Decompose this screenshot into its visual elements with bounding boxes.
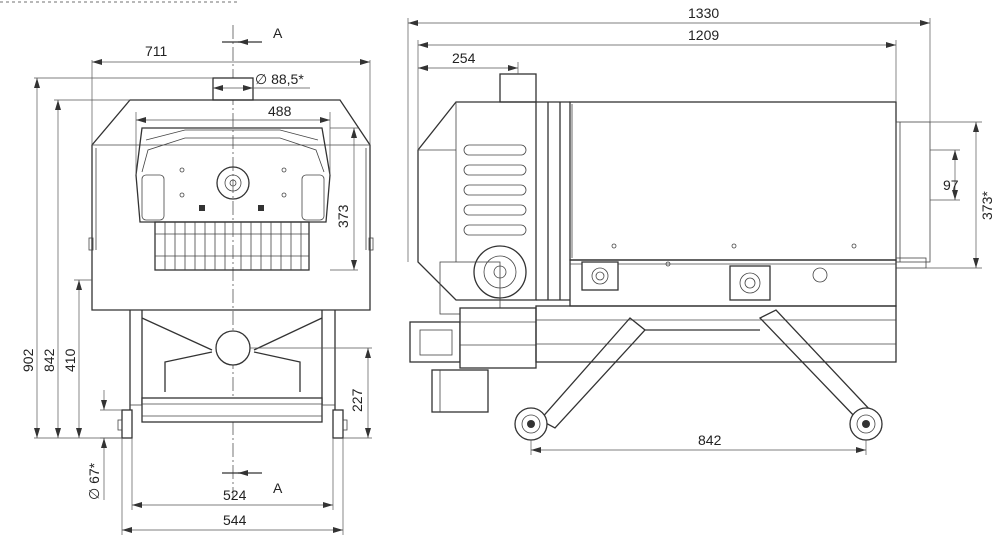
section-label-top: A xyxy=(273,25,283,41)
feed-box xyxy=(431,369,489,413)
dim-373-label: 373 xyxy=(335,204,351,228)
dim-524: 524 xyxy=(131,438,334,510)
dim-flue: ∅ 88,5* xyxy=(213,71,310,91)
dim-842-front: 842 xyxy=(41,99,130,438)
dim-902-label: 902 xyxy=(20,348,36,372)
side-flue-pipe xyxy=(499,73,537,103)
side-frame xyxy=(514,305,897,441)
burner-hub xyxy=(216,166,250,200)
dim-410: 410 xyxy=(62,279,92,438)
dim-wheel-label: ∅ 67* xyxy=(86,462,102,500)
dim-1330-label: 1330 xyxy=(688,5,719,21)
dim-544-label: 544 xyxy=(223,512,247,528)
dim-544: 544 xyxy=(121,438,344,535)
dim-97-label: 97 xyxy=(943,177,959,193)
dim-flue-label: ∅ 88,5* xyxy=(255,71,304,87)
vent-slots xyxy=(463,144,527,236)
section-label-bottom: A xyxy=(273,480,283,496)
dim-373-side: 373* xyxy=(926,121,995,269)
dim-842-front-label: 842 xyxy=(41,348,57,372)
wheel-left xyxy=(121,409,133,439)
section-marker-bottom: A xyxy=(222,470,283,496)
dim-410-label: 410 xyxy=(62,348,78,372)
dim-373: 373 xyxy=(330,127,358,271)
dim-wheel: ∅ 67* xyxy=(86,390,122,500)
dim-1209: 1209 xyxy=(417,27,897,150)
dim-488: 488 xyxy=(135,103,331,175)
side-view: 1330 1209 254 97 373* xyxy=(407,5,995,455)
dim-488-label: 488 xyxy=(268,103,292,119)
dim-254-label: 254 xyxy=(452,50,476,66)
dim-1330: 1330 xyxy=(407,5,931,262)
dim-1209-label: 1209 xyxy=(688,27,719,43)
dim-842-side: 842 xyxy=(530,432,867,455)
section-marker-top: A xyxy=(222,25,283,45)
front-frame xyxy=(117,310,348,439)
wheel-right xyxy=(332,409,344,439)
dim-227: 227 xyxy=(250,347,372,439)
dim-373-side-label: 373* xyxy=(979,191,995,220)
dim-711: 711 xyxy=(91,43,371,145)
dim-97: 97 xyxy=(930,149,960,201)
dim-902: 902 xyxy=(20,77,213,439)
side-body xyxy=(569,101,897,261)
dim-254: 254 xyxy=(418,50,519,74)
dim-842-side-label: 842 xyxy=(698,432,722,448)
side-port-center xyxy=(729,265,771,301)
front-view: A A xyxy=(0,1,374,535)
dim-227-label: 227 xyxy=(349,388,365,412)
dim-524-label: 524 xyxy=(223,487,247,503)
motor xyxy=(409,321,461,363)
side-port-left xyxy=(581,261,619,291)
grate xyxy=(154,221,310,271)
dim-711-label: 711 xyxy=(145,43,168,59)
flue-pipe xyxy=(212,77,254,101)
front-housing xyxy=(91,99,371,311)
